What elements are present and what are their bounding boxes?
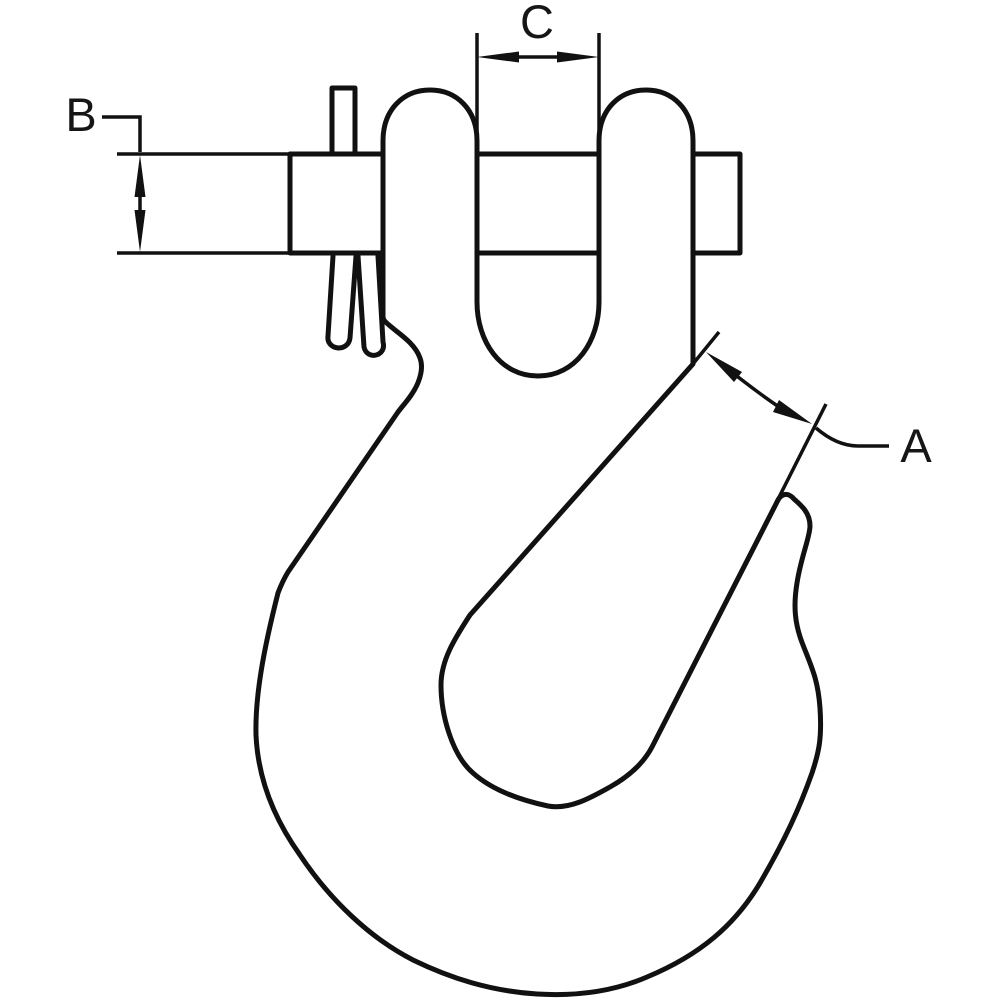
dim-b-arrow-up — [134, 155, 146, 197]
dim-a-arc-shaft — [731, 371, 780, 409]
dimension-c-group: C — [475, 0, 601, 137]
dim-c-extension-lines — [475, 33, 601, 137]
dim-a-arrow-upper — [706, 352, 742, 382]
dimension-b-group: B — [65, 88, 292, 255]
dim-a-label: A — [900, 419, 932, 472]
dim-b-leader — [102, 115, 142, 152]
dim-a-arrow-lower — [773, 400, 812, 424]
hook-body-group — [253, 85, 824, 998]
dim-a-extension-line-lower — [762, 403, 828, 528]
dim-c-arrow-left — [477, 51, 519, 63]
dim-b-arrow-down — [134, 210, 146, 252]
dim-b-extension-lines — [117, 152, 292, 255]
dim-b-label: B — [65, 88, 96, 141]
hook-outline — [253, 87, 824, 998]
cotter-pin — [325, 85, 386, 358]
dim-c-label: C — [520, 0, 554, 48]
dim-a-leader — [814, 426, 889, 448]
clevis-pin — [287, 151, 743, 256]
dim-a-extension-line-upper — [686, 330, 721, 372]
dim-c-arrow-right — [557, 51, 599, 63]
dimension-a-group: A — [686, 330, 932, 528]
